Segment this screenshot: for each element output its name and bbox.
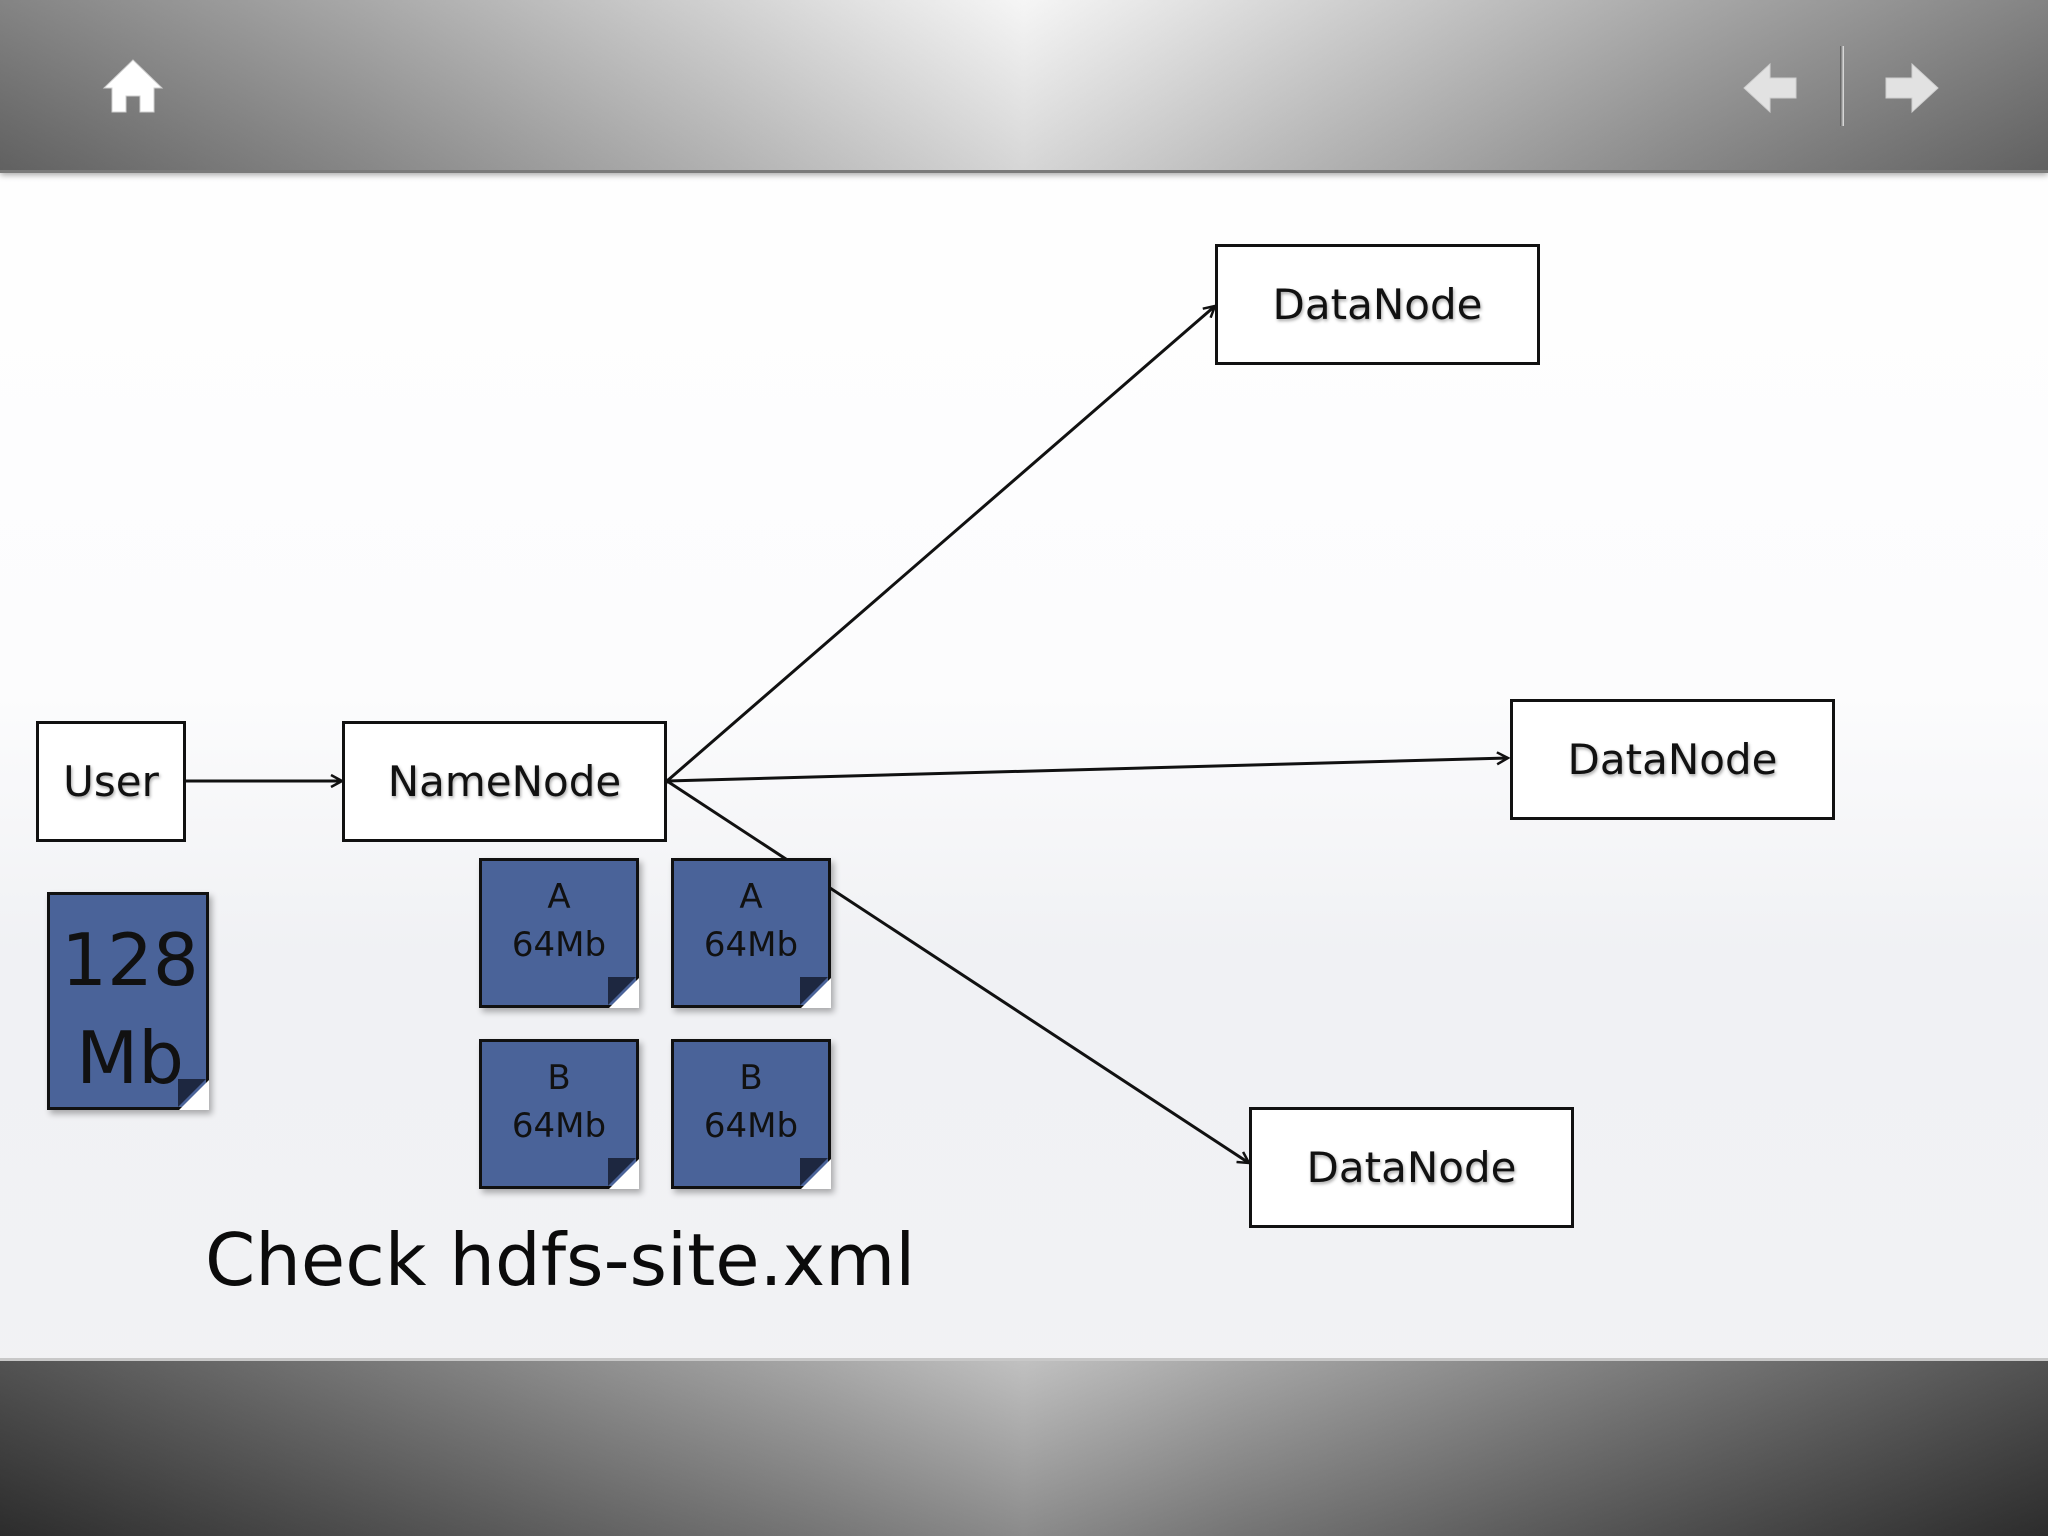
user-box: User	[36, 721, 186, 842]
datanode-middle-label: DataNode	[1567, 735, 1778, 784]
bottom-bar	[0, 1358, 2048, 1536]
block-name: A	[547, 877, 571, 917]
namenode-box: NameNode	[342, 721, 667, 842]
block-name: A	[739, 877, 763, 917]
user-label: User	[63, 757, 159, 806]
namenode-label: NameNode	[387, 757, 622, 806]
datanode-bottom-box: DataNode	[1249, 1107, 1574, 1228]
page-fold-shadow	[608, 1158, 636, 1186]
file-block-unit: Mb	[76, 1016, 184, 1100]
file-block-size: 128	[61, 918, 199, 1002]
top-toolbar	[0, 0, 2048, 173]
slide-caption: Check hdfs-site.xml	[205, 1218, 916, 1302]
block-name: B	[547, 1058, 571, 1098]
arrow-right-icon[interactable]	[1882, 60, 1942, 116]
block-b-1: B 64Mb	[479, 1039, 639, 1189]
arrow-namenode-datanode-top	[667, 306, 1215, 781]
nav-divider	[1840, 46, 1844, 126]
block-size: 64Mb	[511, 925, 607, 965]
datanode-bottom-label: DataNode	[1306, 1143, 1517, 1192]
arrow-namenode-datanode-middle	[667, 758, 1508, 781]
arrow-left-icon[interactable]	[1740, 60, 1800, 116]
file-block-128mb: 128 Mb	[47, 892, 209, 1110]
page-fold-shadow	[178, 1079, 206, 1107]
page-fold-shadow	[800, 977, 828, 1005]
block-name: B	[739, 1058, 763, 1098]
block-size: 64Mb	[703, 1106, 799, 1146]
block-size: 64Mb	[511, 1106, 607, 1146]
page-fold-shadow	[800, 1158, 828, 1186]
block-size: 64Mb	[703, 925, 799, 965]
datanode-middle-box: DataNode	[1510, 699, 1835, 820]
block-a-2: A 64Mb	[671, 858, 831, 1008]
block-a-1: A 64Mb	[479, 858, 639, 1008]
home-icon[interactable]	[100, 56, 166, 116]
page-fold-shadow	[608, 977, 636, 1005]
datanode-top-box: DataNode	[1215, 244, 1540, 365]
arrow-namenode-datanode-bottom	[667, 781, 1249, 1163]
block-b-2: B 64Mb	[671, 1039, 831, 1189]
datanode-top-label: DataNode	[1272, 280, 1483, 329]
